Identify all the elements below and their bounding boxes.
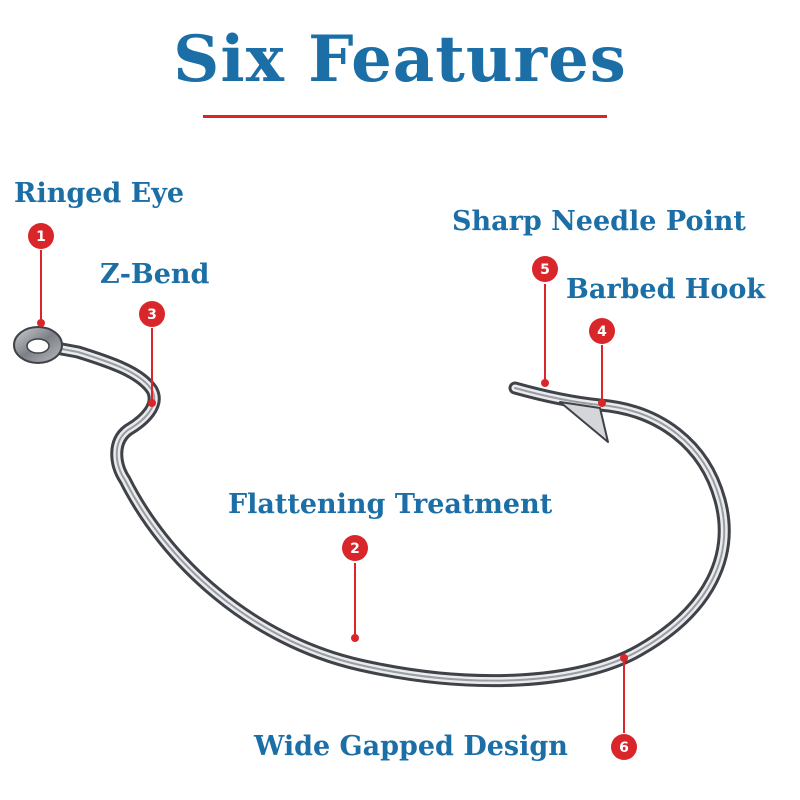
ringed-eye [13,326,63,364]
feature-label-barbed-hook: Barbed Hook [566,274,766,305]
feature-label-wide-gapped-design: Wide Gapped Design [254,731,568,762]
svg-text:5: 5 [540,262,550,278]
feature-label-flattening-treatment: Flattening Treatment [228,489,553,520]
number-badges: 1 3 5 4 2 6 [28,223,637,760]
callout-dot-5 [541,379,549,387]
badge-6: 6 [611,734,637,760]
badge-1: 1 [28,223,54,249]
svg-text:3: 3 [147,307,157,323]
badge-5: 5 [532,256,558,282]
callout-dot-1 [37,319,45,327]
svg-text:6: 6 [619,740,629,756]
callout-lines [37,250,628,733]
svg-text:2: 2 [350,541,360,557]
svg-text:4: 4 [597,324,607,340]
feature-label-sharp-needle-point: Sharp Needle Point [452,206,746,237]
svg-text:1: 1 [36,229,46,245]
badge-4: 4 [589,318,615,344]
page-title: Six Features [173,22,627,97]
feature-label-z-bend: Z-Bend [100,259,210,290]
callout-dot-3 [148,399,156,407]
callout-dot-6 [620,654,628,662]
title-underline [203,115,607,118]
badge-2: 2 [342,535,368,561]
feature-label-ringed-eye: Ringed Eye [14,178,185,209]
fishing-hook [33,338,731,688]
callout-dot-2 [351,634,359,642]
callout-dot-4 [598,399,606,407]
badge-3: 3 [139,301,165,327]
